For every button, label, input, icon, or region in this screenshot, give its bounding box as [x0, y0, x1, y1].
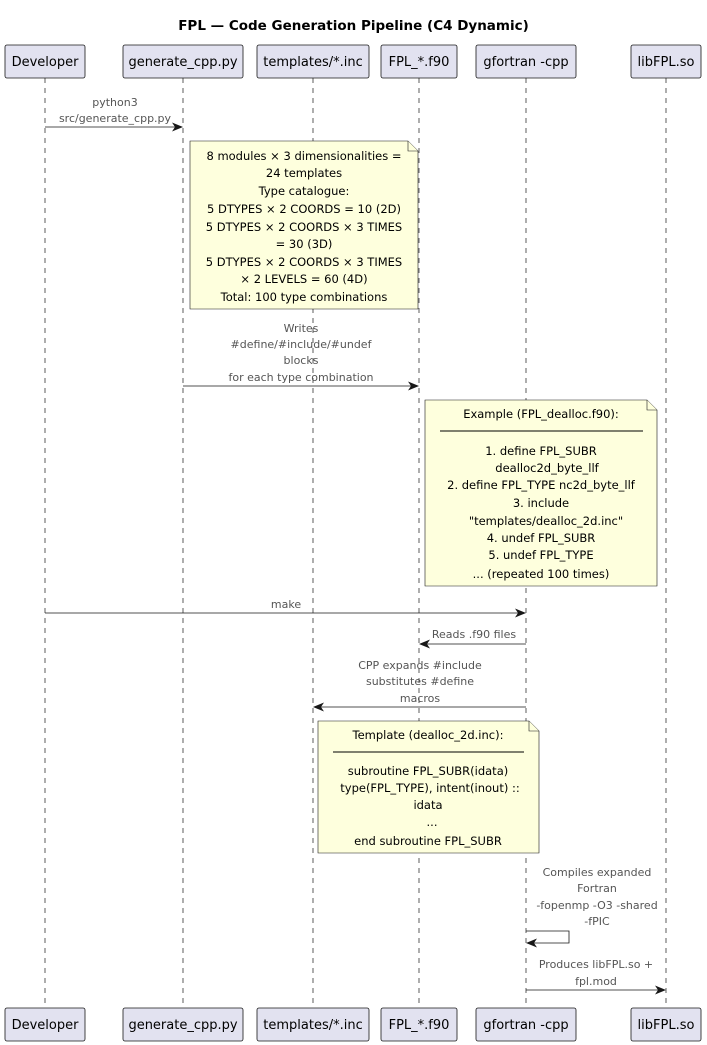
message-label: python3	[92, 96, 137, 109]
note-heading: Example (FPL_dealloc.f90):	[463, 407, 619, 421]
participant-label: Developer	[12, 55, 80, 70]
note-line: 2. define FPL_TYPE nc2d_byte_llf	[447, 478, 636, 492]
participant-label: FPL_*.f90	[389, 1018, 450, 1033]
arrowhead-icon	[408, 381, 419, 391]
arrowhead-icon	[172, 122, 183, 132]
note-line: 1. define FPL_SUBR	[485, 444, 597, 458]
note-line: ... (repeated 100 times)	[473, 567, 610, 581]
message-label: -fPIC	[584, 915, 610, 928]
note-example-dealloc: Example (FPL_dealloc.f90): 1. define FPL…	[424, 399, 658, 587]
note-line: end subroutine FPL_SUBR	[354, 834, 502, 848]
message-label: for each type combination	[228, 371, 373, 384]
participant-developer-bottom[interactable]: Developer	[4, 1007, 86, 1042]
note-heading: Template (dealloc_2d.inc):	[352, 728, 504, 742]
participant-libfpl-bottom[interactable]: libFPL.so	[630, 1007, 702, 1042]
participant-fpl-f90[interactable]: FPL_*.f90	[380, 44, 458, 79]
message-label: Fortran	[577, 882, 617, 895]
participant-label: libFPL.so	[638, 1018, 695, 1033]
message-compile-self[interactable]: Compiles expanded Fortran -fopenmp -O3 -…	[526, 866, 658, 948]
note-line: 24 templates	[266, 166, 342, 180]
participant-label: generate_cpp.py	[128, 55, 237, 70]
participant-templates-bottom[interactable]: templates/*.inc	[256, 1007, 370, 1042]
message-label: #define/#include/#undef	[231, 338, 373, 351]
message-make[interactable]: make	[45, 598, 526, 618]
participants-bottom: Developer generate_cpp.py templates/*.in…	[4, 1007, 702, 1042]
participant-fpl-f90-bottom[interactable]: FPL_*.f90	[380, 1007, 458, 1042]
note-line: 8 modules × 3 dimensionalities =	[206, 149, 401, 163]
participant-label: generate_cpp.py	[128, 1018, 237, 1033]
note-line: 5 DTYPES × 2 COORDS = 10 (2D)	[207, 202, 401, 216]
participant-label: templates/*.inc	[263, 1018, 362, 1033]
participant-libfpl[interactable]: libFPL.so	[630, 44, 702, 79]
note-line: "templates/dealloc_2d.inc"	[469, 514, 623, 528]
note-line: × 2 LEVELS = 60 (4D)	[240, 272, 367, 286]
message-label: Reads .f90 files	[432, 628, 516, 641]
participant-gfortran-bottom[interactable]: gfortran -cpp	[475, 1007, 577, 1042]
message-run-generator[interactable]: python3 src/generate_cpp.py	[45, 96, 183, 132]
note-line: 5. undef FPL_TYPE	[488, 548, 593, 562]
message-label: Writes	[284, 322, 319, 335]
participant-label: gfortran -cpp	[483, 55, 568, 70]
note-line: dealloc2d_byte_llf	[495, 461, 599, 475]
note-template-dealloc: Template (dealloc_2d.inc): subroutine FP…	[317, 720, 540, 854]
participant-label: libFPL.so	[638, 55, 695, 70]
note-line: 3. include	[513, 496, 569, 510]
arrowhead-icon	[655, 985, 666, 995]
participant-developer[interactable]: Developer	[4, 44, 86, 79]
participant-generate-cpp-bottom[interactable]: generate_cpp.py	[122, 1007, 244, 1042]
arrowhead-icon	[515, 608, 526, 618]
message-label: Produces libFPL.so +	[539, 958, 653, 971]
participant-templates[interactable]: templates/*.inc	[256, 44, 370, 79]
message-write-blocks[interactable]: Writes #define/#include/#undef blocks fo…	[183, 322, 419, 391]
message-label: fpl.mod	[575, 975, 617, 988]
note-line: idata	[413, 798, 442, 812]
note-line: subroutine FPL_SUBR(idata)	[348, 764, 508, 778]
participant-gfortran[interactable]: gfortran -cpp	[475, 44, 577, 79]
message-label: substitutes #define	[366, 675, 474, 688]
participant-label: Developer	[12, 1018, 80, 1033]
note-line: ...	[427, 815, 438, 829]
message-label: macros	[400, 692, 441, 705]
arrowhead-icon	[313, 702, 324, 712]
note-line: 4. undef FPL_SUBR	[487, 531, 596, 545]
message-label: -fopenmp -O3 -shared	[536, 899, 657, 912]
message-cpp-expand[interactable]: CPP expands #include substitutes #define…	[313, 659, 526, 712]
participant-label: FPL_*.f90	[389, 55, 450, 70]
message-produce-lib[interactable]: Produces libFPL.so + fpl.mod	[526, 958, 666, 995]
note-line: 5 DTYPES × 2 COORDS × 3 TIMES	[206, 220, 402, 234]
participant-label: templates/*.inc	[263, 55, 362, 70]
note-line: 5 DTYPES × 2 COORDS × 3 TIMES	[206, 255, 402, 269]
note-line: Type catalogue:	[258, 184, 350, 198]
message-label: src/generate_cpp.py	[59, 112, 172, 125]
note-line: = 30 (3D)	[276, 237, 333, 251]
arrowhead-icon	[419, 639, 430, 649]
participant-generate-cpp[interactable]: generate_cpp.py	[122, 44, 244, 79]
note-line: type(FPL_TYPE), intent(inout) ::	[340, 781, 520, 795]
note-line: Total: 100 type combinations	[220, 290, 388, 304]
message-label: CPP expands #include	[358, 659, 482, 672]
message-label: blocks	[284, 354, 319, 367]
participants-top: Developer generate_cpp.py templates/*.in…	[4, 44, 702, 79]
arrowhead-icon	[526, 938, 537, 948]
participant-label: gfortran -cpp	[483, 1018, 568, 1033]
message-label: make	[271, 598, 301, 611]
note-template-catalogue: 8 modules × 3 dimensionalities = 24 temp…	[189, 140, 419, 310]
diagram-title: FPL — Code Generation Pipeline (C4 Dynam…	[178, 18, 529, 34]
message-label: Compiles expanded	[543, 866, 652, 879]
message-read-f90[interactable]: Reads .f90 files	[419, 628, 526, 649]
